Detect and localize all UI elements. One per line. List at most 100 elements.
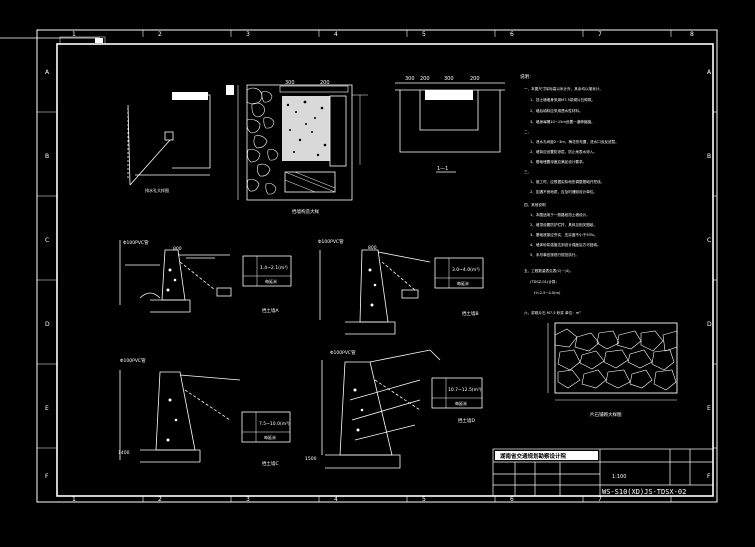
quantity-value: 1.4~2.1(m³) [260, 265, 288, 271]
col-label: 4 [334, 31, 338, 38]
paving-caption: 片石铺砌大样图 [590, 411, 622, 418]
zone-markers [37, 30, 717, 502]
col-label: 7 [598, 31, 602, 38]
quantity-box [434, 257, 484, 289]
note-line: 二、 [524, 130, 531, 134]
note-line: 3、基础埋置深度应满足设计要求。 [530, 159, 586, 164]
col-label: 4 [334, 496, 338, 503]
dim-label: 1400 [118, 450, 130, 456]
wall-detail-a [119, 240, 232, 313]
note-line: 2、墙顶设置防护栏杆，具体见相关图纸。 [530, 222, 597, 227]
note-line: H=2.5~4.0(m) [534, 291, 561, 295]
note-line: 5、未尽事宜按现行规范执行。 [530, 252, 579, 257]
col-label: 3 [246, 496, 250, 503]
col-label: 1 [72, 31, 76, 38]
pipe-label: Φ100PVC管 [318, 238, 344, 245]
section-1-1 [395, 82, 505, 173]
col-label: 5 [422, 31, 426, 38]
row-label: F [707, 473, 711, 480]
note-line: 1、泄水孔间距2~3m，梅花形布置，进水口设反滤层。 [530, 139, 619, 144]
note-line: (TDSZ-01)计算： [530, 279, 559, 284]
col-label: 6 [510, 496, 514, 503]
note-line: 2、墙后填料应采用透水性材料。 [530, 108, 583, 113]
dim-label: 200 [320, 80, 330, 86]
col-label: 2 [158, 496, 162, 503]
quantity-box [431, 377, 483, 409]
quantity-unit: 每延米 [264, 434, 276, 440]
dim-label: 200 [420, 76, 430, 82]
drawing-number: WS-S10(XD)JS-TDSX-02 [602, 488, 686, 496]
quantity-box [242, 255, 292, 287]
row-label: F [45, 473, 49, 480]
row-label: B [45, 153, 49, 160]
row-label: D [45, 321, 50, 328]
wall-detail-d [321, 349, 441, 469]
wall-section-caption: 挡墙构造大样 [292, 208, 319, 215]
note-line: 三、 [524, 170, 531, 174]
note-line: 1、施工时，应根据实际地形调整基础开挖线。 [530, 179, 604, 184]
col-label: 2 [158, 31, 162, 38]
pipe-label: Φ100PVC管 [123, 239, 149, 246]
quantity-unit: 每延米 [457, 280, 469, 286]
notes-block: 说明： 一、本图尺寸除标高以米计外，其余均以毫米计。 1、挡土墙墙身采用M7.5… [520, 73, 619, 315]
note-line: 1、挡土墙墙身采用M7.5浆砌片石砌筑。 [530, 97, 595, 102]
pipe-label: Φ100PVC管 [330, 349, 356, 356]
outer-frame [36, 29, 718, 503]
section-caption: 1—1 [437, 166, 448, 172]
quantity-box [241, 411, 291, 443]
note-line: 2、如遇不良地质，应及时通知设计单位。 [530, 189, 597, 194]
note-line: 1、本图适用于一般路段挡土墙设计。 [530, 212, 590, 217]
note-line: 2、墙背应设置防渗层，防止地表水渗入。 [530, 149, 597, 154]
note-line: 一、本图尺寸除标高以米计外，其余均以毫米计。 [524, 86, 603, 91]
note-line: 六、浆砌片石 M7.5 砂浆 单位：m³ [524, 310, 581, 315]
notes-title: 说明： [520, 73, 534, 80]
wall-detail-b [319, 249, 431, 335]
row-label: B [707, 153, 711, 160]
dim-label: 300 [285, 80, 295, 86]
col-label: 7 [598, 496, 602, 503]
drain-hole-detail [127, 92, 211, 186]
small-detail-caption: 排水孔大样图 [145, 187, 169, 193]
dim-label: 300 [405, 76, 415, 82]
dim-label: 800 [368, 245, 377, 251]
wall-detail-c [119, 370, 241, 463]
title-block [492, 448, 714, 497]
note-line: 3、基础底部应夯实，压实度不小于93%。 [530, 232, 598, 237]
note-line: 4、墙体砂浆强度达到设计强度后方可回填。 [530, 242, 601, 247]
note-line: 3、墙身每隔10~15m设置一道伸缩缝。 [530, 119, 595, 124]
quantity-unit: 每延米 [265, 278, 277, 284]
drawing-scale: 1:100 [612, 474, 626, 480]
dim-label: 800 [173, 246, 182, 252]
quantity-value: 10.7~12.5(m³) [448, 387, 482, 393]
quantity-value: 7.5~10.0(m³) [259, 421, 290, 427]
detail-caption: 挡土墙B [462, 310, 479, 317]
wall-section-detail [226, 84, 368, 201]
col-label: 1 [72, 496, 76, 503]
quantity-value: 3.0~4.0(m³) [452, 267, 480, 273]
note-line: 四、其他说明 [524, 202, 546, 207]
col-label: 3 [246, 31, 250, 38]
detail-caption: 挡土墙D [458, 417, 475, 424]
note-line: 五、工程数量表见表(1)~(4)。 [524, 268, 573, 273]
quantity-unit: 每延米 [455, 400, 467, 406]
stone-paving-detail [547, 322, 678, 401]
row-label: A [45, 69, 50, 76]
row-label: C [45, 237, 49, 244]
detail-caption: 挡土墙C [262, 460, 279, 467]
row-label: C [707, 237, 711, 244]
dim-label: 1500 [305, 456, 317, 462]
row-label: E [707, 405, 711, 412]
pipe-label: Φ100PVC管 [120, 357, 146, 364]
col-label: 5 [422, 496, 426, 503]
dim-label: 300 [444, 76, 454, 82]
detail-caption: 挡土墙A [262, 307, 279, 314]
row-label: E [45, 405, 49, 412]
col-label: 8 [690, 31, 694, 38]
inner-frame [56, 43, 714, 497]
dim-label: 200 [470, 76, 480, 82]
col-label: 6 [510, 31, 514, 38]
company-name: 湖南省交通规划勘察设计院 [500, 452, 567, 460]
row-label: A [707, 69, 712, 76]
row-label: D [707, 321, 712, 328]
